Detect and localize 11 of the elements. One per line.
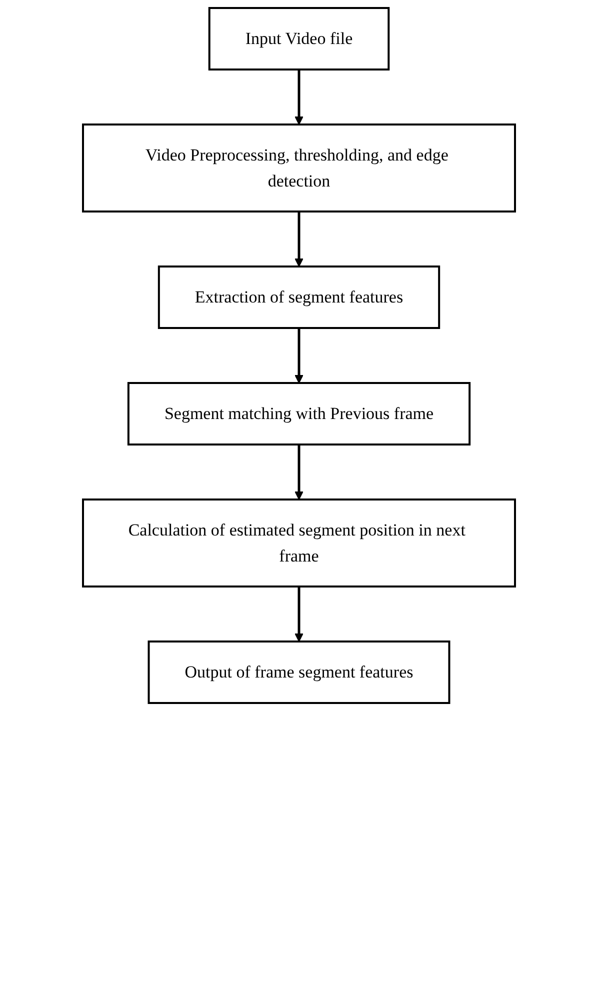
node-box: Output of frame segment features: [148, 640, 450, 704]
node-box: Segment matching with Previous frame: [127, 382, 471, 446]
arrow: [294, 212, 304, 267]
node-box: Video Preprocessing, thresholding, and edge detection: [82, 124, 516, 212]
node-box: Input Video file: [208, 7, 390, 70]
arrow: [294, 70, 304, 125]
arrow: [294, 444, 304, 500]
arrow: [294, 586, 304, 642]
node-box: Extraction of segment features: [158, 266, 440, 329]
arrow: [294, 328, 304, 384]
node-box: Calculation of estimated segment position in next frame: [82, 498, 516, 588]
